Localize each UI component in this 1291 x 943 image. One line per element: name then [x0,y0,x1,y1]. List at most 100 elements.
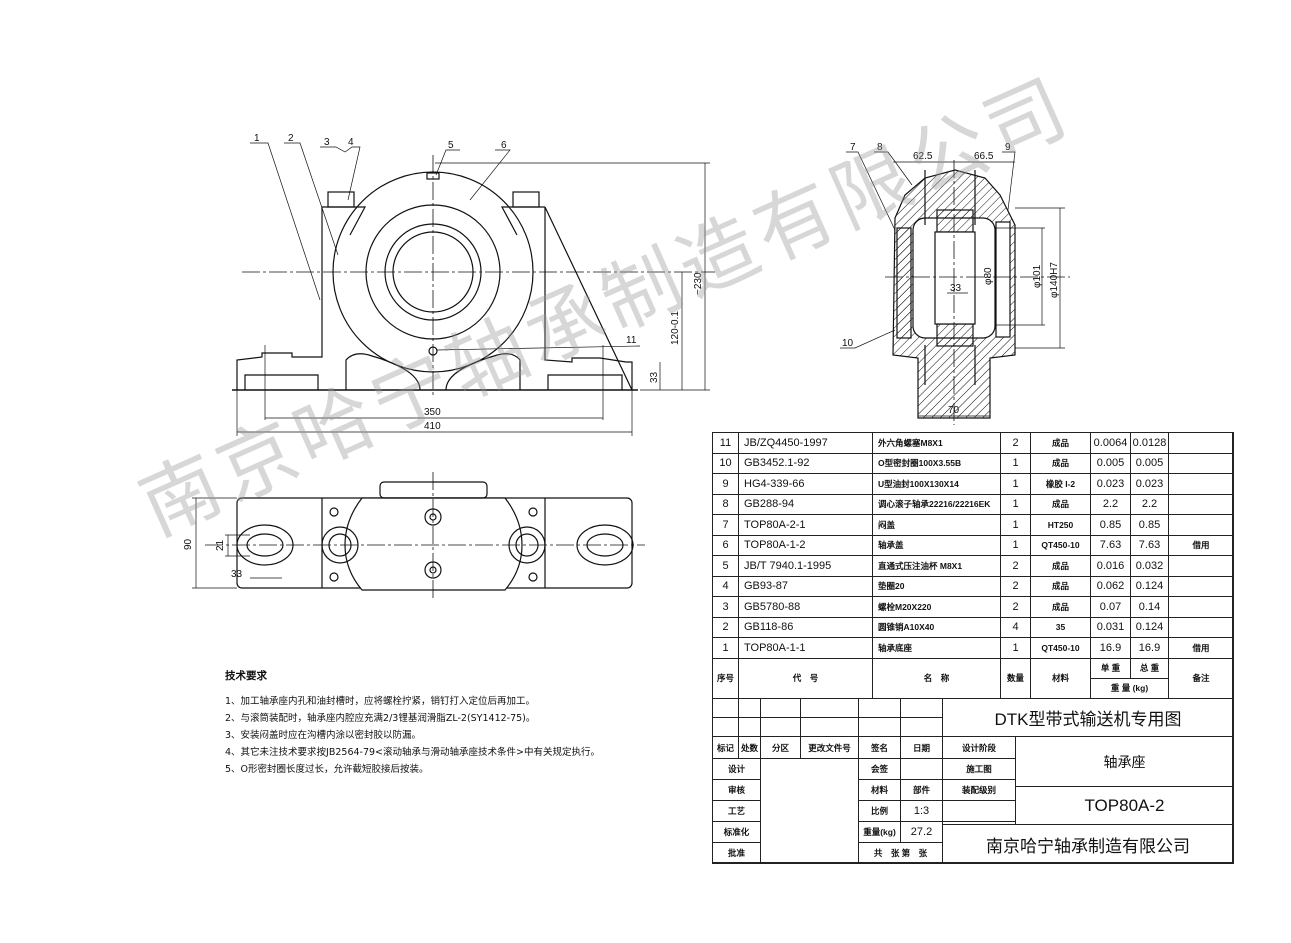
parts-list-seq-cell: 8 [712,493,739,515]
tech-req-item: 2、与滚筒装配时，轴承座内腔应充满2/3锂基润滑脂ZL-2(SY1412-75)… [225,713,536,724]
part-label-9: 9 [1005,142,1011,153]
parts-list-name-cell: U型油封100X130X14 [872,473,1001,495]
parts-list-material-cell: 橡胶 I-2 [1030,473,1091,495]
parts-list-unit-weight-cell: 2.2 [1090,493,1131,515]
dim-350: 350 [424,407,441,418]
revision-blank-cell [800,698,859,718]
parts-list-qty-cell: 2 [1000,596,1031,618]
parts-list-name-cell: 轴承盖 [872,534,1001,556]
parts-list-total-weight-cell: 0.005 [1130,452,1169,474]
dim-21: 21 [215,539,226,551]
parts-list-remark-cell [1168,575,1234,597]
parts-list-seq-cell: 11 [712,432,739,454]
dim-62-5: 62.5 [913,151,933,162]
role-label: 标准化 [712,821,761,843]
parts-list-code-cell: TOP80A-1-1 [738,637,873,659]
parts-list-seq-cell: 4 [712,575,739,597]
parts-list-material-cell: 成品 [1030,452,1091,474]
title-field-label: 重量(kg) [858,821,901,843]
parts-list-code-cell: GB93-87 [738,575,873,597]
parts-list-total-weight-cell: 2.2 [1130,493,1169,515]
parts-list-qty-cell: 1 [1000,493,1031,515]
header-weight: 重 量 (kg) [1090,677,1169,699]
revision-blank-cell [712,717,739,737]
parts-list-seq-cell: 9 [712,473,739,495]
parts-list-qty-cell: 2 [1000,575,1031,597]
parts-list-total-weight-cell: 7.63 [1130,534,1169,556]
company-name: 南京哈宁轴承制造有限公司 [942,824,1234,864]
parts-list-name-cell: 轴承底座 [872,637,1001,659]
header-name: 名 称 [872,657,1001,699]
parts-list-qty-cell: 1 [1000,452,1031,474]
parts-list-code-cell: GB5780-88 [738,596,873,618]
assembly-level-label: 装配级别 [942,779,1016,801]
parts-list-qty-cell: 1 [1000,534,1031,556]
parts-list-seq-cell: 2 [712,616,739,638]
title-field-value: 1:3 [900,800,943,822]
dim-33-plan: 33 [231,569,243,580]
part-label-5: 5 [448,140,454,151]
header-qty: 数量 [1000,657,1031,699]
parts-list-material-cell: 成品 [1030,432,1091,454]
parts-list-name-cell: 外六角螺塞M8X1 [872,432,1001,454]
title-field-label: 比例 [858,800,901,822]
parts-list-name-cell: 垫圈20 [872,575,1001,597]
dim-66-5: 66.5 [974,151,994,162]
dim-230: ~230 [693,272,704,295]
parts-list-seq-cell: 6 [712,534,739,556]
dim-33-side: 33 [950,283,962,294]
parts-list-material-cell: QT450-10 [1030,534,1091,556]
parts-list-code-cell: HG4-339-66 [738,473,873,495]
parts-list-code-cell: TOP80A-2-1 [738,514,873,536]
dim-33: 33 [649,371,660,383]
header-code: 代 号 [738,657,873,699]
dim-phi101: φ101 [1032,264,1043,288]
parts-list-code-cell: JB/T 7940.1-1995 [738,555,873,577]
rev-header-4: 签名 [858,736,901,759]
title-field-value: 27.2 [900,821,943,843]
role-label: 批准 [712,842,761,864]
parts-list-unit-weight-cell: 0.016 [1090,555,1131,577]
parts-list-code-cell: JB/ZQ4450-1997 [738,432,873,454]
parts-list-material-cell: 35 [1030,616,1091,638]
revision-blank-cell [738,698,761,718]
title-field-label: 材料 [858,779,901,801]
parts-list-qty-cell: 2 [1000,432,1031,454]
role-label: 工艺 [712,800,761,822]
parts-list-unit-weight-cell: 0.031 [1090,616,1131,638]
part-label-4: 4 [348,137,354,148]
revision-blank-cell [760,698,801,718]
parts-list-name-cell: O型密封圈100X3.55B [872,452,1001,474]
parts-list-total-weight-cell: 0.124 [1130,616,1169,638]
parts-list-total-weight-cell: 0.023 [1130,473,1169,495]
parts-list-qty-cell: 1 [1000,637,1031,659]
parts-list-total-weight-cell: 0.14 [1130,596,1169,618]
revision-blank-cell [760,717,801,737]
drawing-number: TOP80A-2 [1015,786,1234,825]
parts-list-unit-weight-cell: 0.062 [1090,575,1131,597]
parts-list-total-weight-cell: 0.85 [1130,514,1169,536]
revision-blank-cell [900,698,943,718]
parts-list-name-cell: 直通式压注油杯 M8X1 [872,555,1001,577]
part-label-8: 8 [877,142,883,153]
technical-requirements: 技术要求 1、加工轴承座内孔和油封槽时，应将螺栓拧紧，销钉打入定位后再加工。 2… [225,668,600,778]
header-unit-weight: 单 重 [1090,657,1131,679]
part-label-3: 3 [324,137,330,148]
parts-list-remark-cell [1168,432,1234,454]
parts-list-name-cell: 圆锥销A10X40 [872,616,1001,638]
rev-header-1: 处数 [738,736,761,759]
construction-label: 施工图 [942,758,1016,780]
parts-list-total-weight-cell: 0.032 [1130,555,1169,577]
parts-list-material-cell: 成品 [1030,575,1091,597]
parts-list-remark-cell [1168,452,1234,474]
revision-blank-cell [800,717,859,737]
part-label-1: 1 [254,133,260,144]
role-label: 设计 [712,758,761,780]
drawing-labels: 1 2 3 4 5 6 11 350 410 ~230 120-0.1 33 7… [183,133,1060,580]
parts-list-qty-cell: 1 [1000,473,1031,495]
part-label-2: 2 [288,133,294,144]
parts-list-remark-cell [1168,514,1234,536]
plan-view [192,472,645,600]
rev-header-5: 日期 [900,736,943,759]
